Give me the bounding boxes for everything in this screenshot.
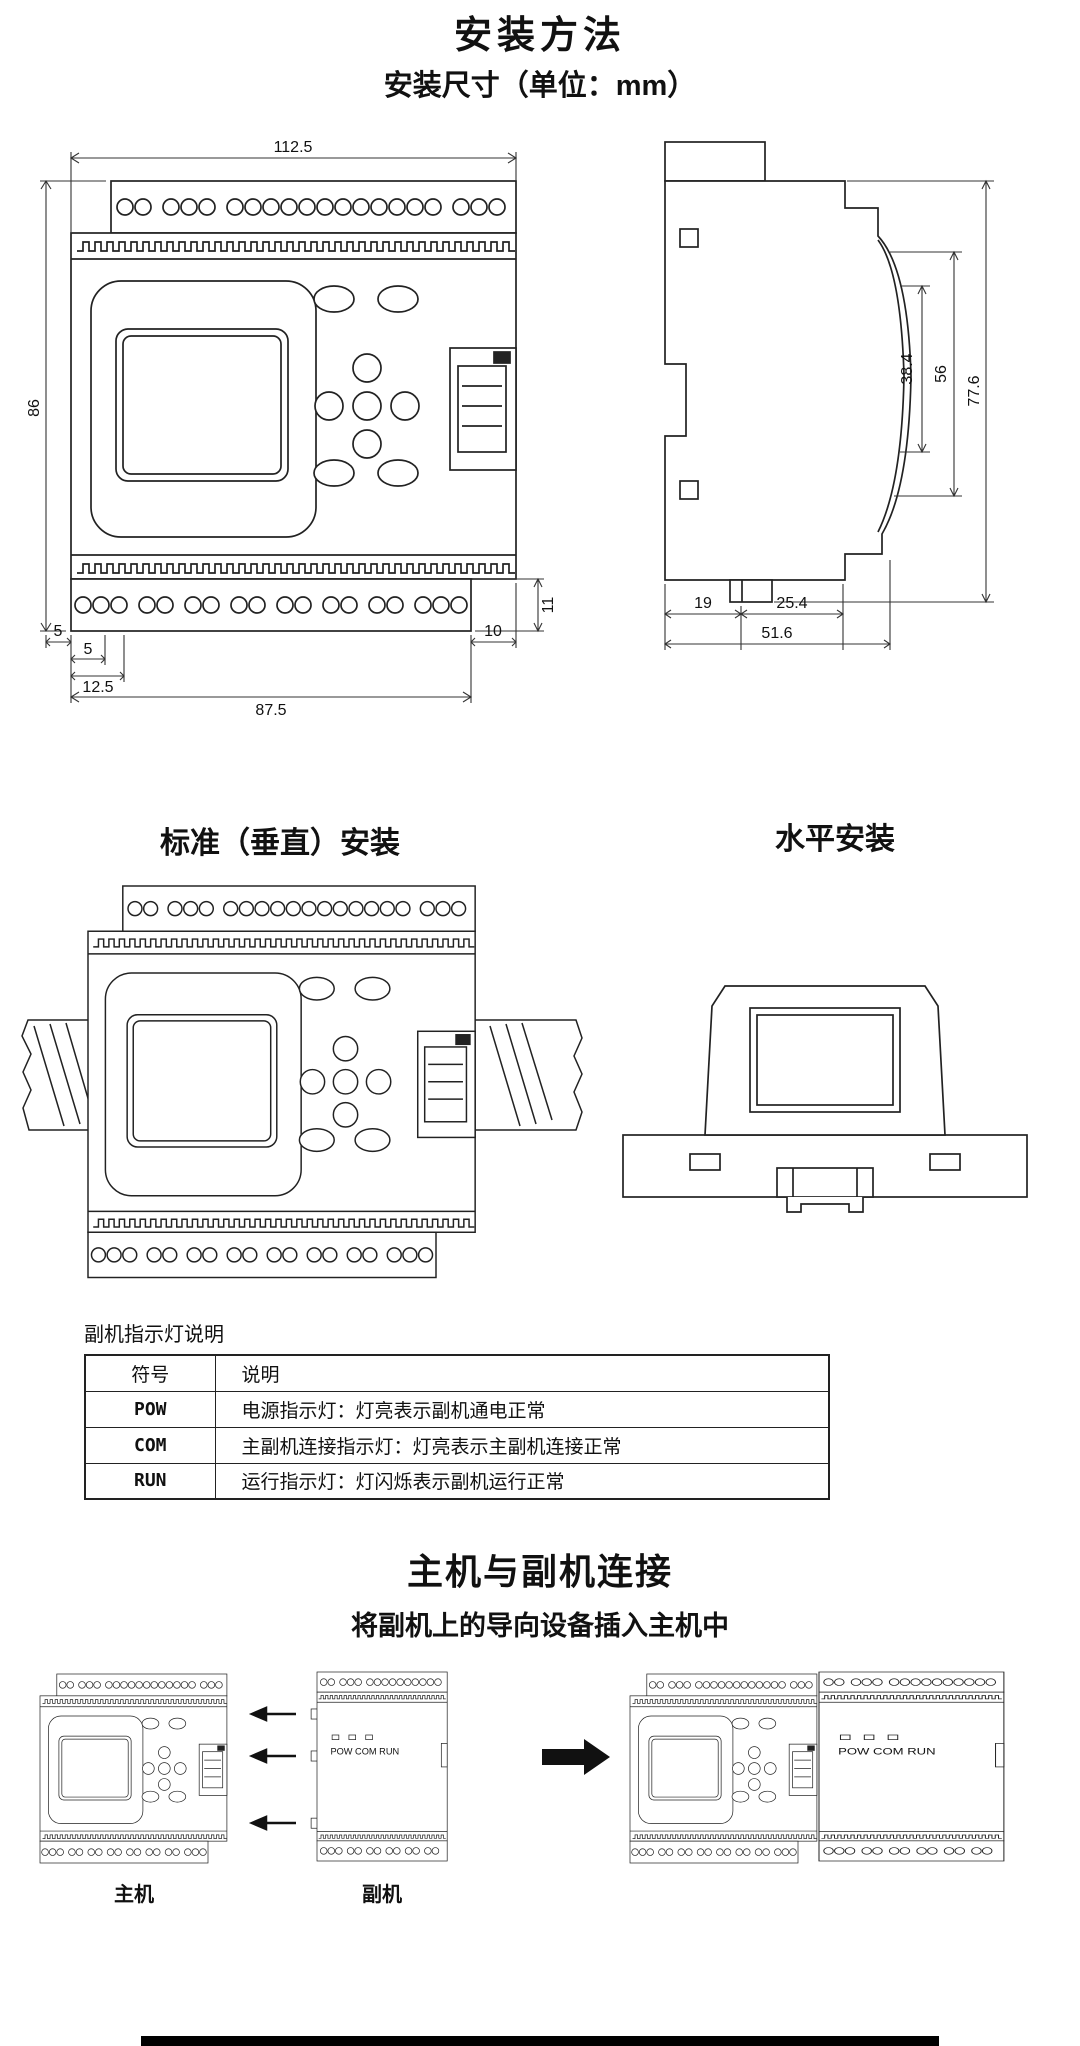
dim-terminal-span: 87.5 bbox=[255, 702, 286, 719]
dim-inner-height: 38.4 bbox=[899, 353, 916, 384]
slave-label: 副机 bbox=[362, 1884, 402, 1906]
col-header-description: 说明 bbox=[214, 1354, 830, 1392]
top-mount-tab bbox=[664, 141, 766, 182]
side-view-dimension-labels: 38.4 56 77.6 19 25.4 51.6 bbox=[694, 353, 983, 642]
connection-subtitle: 将副机上的导向设备插入主机中 bbox=[351, 1611, 729, 1641]
dim-offset-c: 12.5 bbox=[82, 679, 113, 696]
din-clip-bottom bbox=[776, 1167, 874, 1213]
assembled-master bbox=[629, 1673, 818, 1864]
slab-slot-right bbox=[929, 1153, 961, 1171]
din-clip-upper bbox=[679, 228, 699, 248]
dim-base-left: 19 bbox=[694, 595, 712, 612]
dim-overall-height: 86 bbox=[26, 399, 43, 417]
din-clip-lower bbox=[679, 480, 699, 500]
assemble-arrow bbox=[542, 1739, 610, 1775]
din-rail bbox=[21, 1019, 583, 1131]
slab-slot-left bbox=[689, 1153, 721, 1171]
dim-offset-b: 5 bbox=[84, 641, 93, 658]
assembled-slave bbox=[818, 1671, 1005, 1862]
symbol-cell: POW bbox=[84, 1390, 216, 1428]
horizontal-mount-title: 水平安装 bbox=[775, 823, 895, 856]
dim-base-depth: 51.6 bbox=[761, 625, 792, 642]
side-profile bbox=[664, 141, 912, 603]
horizontal-mount-drawing bbox=[622, 985, 1028, 1213]
slave-unit bbox=[310, 1671, 448, 1862]
vertical-mount-drawing bbox=[21, 885, 583, 1279]
table-row: RUN 运行指示灯：灯闪烁表示副机运行正常 bbox=[84, 1462, 830, 1500]
insert-arrows bbox=[248, 1706, 296, 1831]
dim-mid-height: 56 bbox=[933, 365, 950, 383]
front-view-drawing: 112.5 86 5 5 12.5 87.5 10 11 bbox=[26, 139, 557, 719]
dim-overall-width: 112.5 bbox=[274, 139, 313, 156]
description-cell: 电源指示灯：灯亮表示副机通电正常 bbox=[214, 1390, 830, 1428]
dim-depth-overall: 77.6 bbox=[966, 375, 983, 406]
bottom-latch bbox=[729, 579, 773, 603]
table-header-row: 符号 说明 bbox=[84, 1354, 830, 1392]
dim-base-mid: 25.4 bbox=[776, 595, 807, 612]
vertical-mount-title: 标准（垂直）安装 bbox=[160, 827, 400, 860]
assembled-pair bbox=[629, 1671, 1005, 1864]
master-label: 主机 bbox=[114, 1884, 154, 1906]
symbol-cell: RUN bbox=[84, 1462, 216, 1500]
footer-bar bbox=[141, 2036, 939, 2046]
side-view-drawing: 38.4 56 77.6 19 25.4 51.6 bbox=[664, 141, 994, 650]
dim-offset-a: 5 bbox=[54, 623, 63, 640]
connection-title: 主机与副机连接 bbox=[406, 1551, 673, 1592]
dim-strip-height: 11 bbox=[540, 597, 557, 614]
description-cell: 运行指示灯：灯闪烁表示副机运行正常 bbox=[214, 1462, 830, 1500]
front-view-dimension-lines bbox=[40, 152, 544, 703]
page-title: 安装方法 bbox=[453, 15, 626, 57]
master-unit bbox=[39, 1673, 228, 1864]
table-row: POW 电源指示灯：灯亮表示副机通电正常 bbox=[84, 1390, 830, 1428]
front-view-dimension-labels: 112.5 86 5 5 12.5 87.5 10 11 bbox=[26, 139, 557, 719]
front-face-curve bbox=[877, 239, 905, 533]
dim-offset-right: 10 bbox=[484, 623, 502, 640]
dimensions-subtitle: 安装尺寸（单位：mm） bbox=[383, 70, 697, 102]
indicator-table-caption: 副机指示灯说明 bbox=[84, 1324, 224, 1346]
symbol-cell: COM bbox=[84, 1426, 216, 1464]
table-row: COM 主副机连接指示灯：灯亮表示主副机连接正常 bbox=[84, 1426, 830, 1464]
description-cell: 主副机连接指示灯：灯亮表示主副机连接正常 bbox=[214, 1426, 830, 1464]
side-view-dimension-lines bbox=[664, 179, 994, 650]
connection-diagram bbox=[39, 1671, 1005, 1864]
horizontal-profile bbox=[622, 985, 1028, 1213]
col-header-symbol: 符号 bbox=[84, 1354, 216, 1392]
indicator-table: 符号 说明 POW 电源指示灯：灯亮表示副机通电正常 COM 主副机连接指示灯：… bbox=[84, 1354, 830, 1500]
